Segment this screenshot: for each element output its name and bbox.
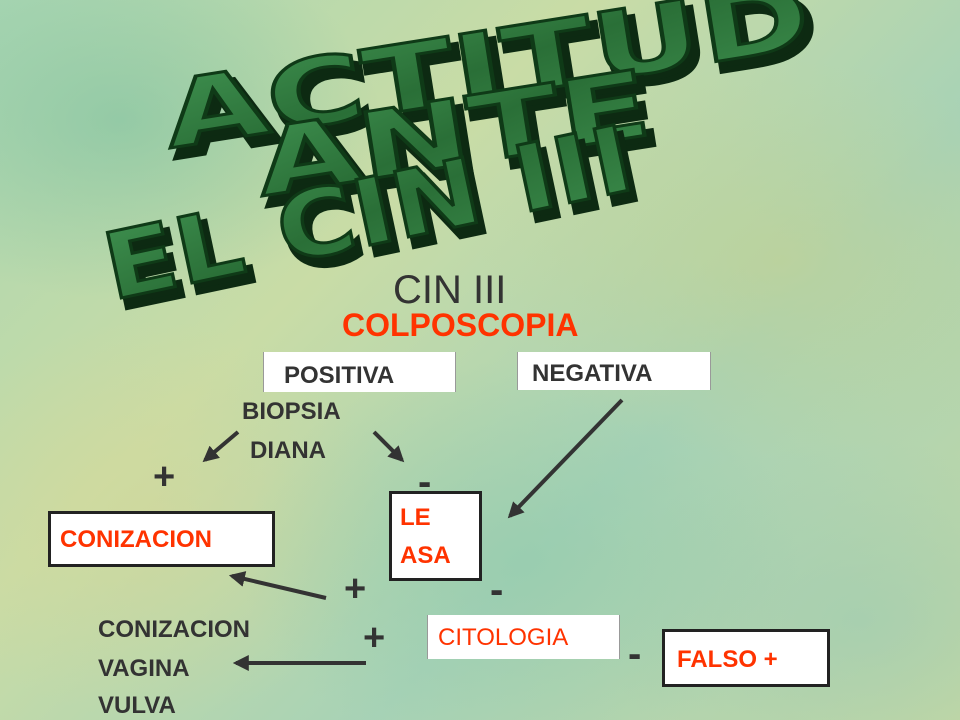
minus-sign-citologia: - [628, 632, 642, 676]
le-label: LE [400, 504, 431, 531]
citologia-label: CITOLOGIA [438, 624, 569, 651]
biopsia-label: BIOPSIA [242, 398, 341, 425]
plus-sign-leasa: + [344, 568, 367, 610]
conizacion-box: CONIZACION [48, 511, 275, 567]
arrow-biopsia-to-minus [372, 430, 405, 463]
arrow-biopsia-to-plus [202, 430, 240, 463]
arrow-negativa-to-leasa [507, 398, 624, 519]
falso-positivo-label: FALSO + [677, 646, 778, 673]
positiva-box: POSITIVA [263, 352, 456, 392]
minus-sign-leasa: - [490, 568, 504, 612]
subheading-colposcopia: COLPOSCOPIA [342, 307, 579, 343]
falso-positivo-box: FALSO + [662, 629, 830, 687]
negativa-label: NEGATIVA [532, 360, 653, 387]
heading-cin: CIN III [393, 268, 507, 312]
plus-sign-biopsia: + [153, 456, 176, 498]
citologia-box: CITOLOGIA [427, 615, 620, 659]
conizacion-vagina-line3: VULVA [98, 692, 176, 719]
diana-label: DIANA [250, 437, 326, 464]
plus-sign-citologia: + [363, 617, 386, 659]
positiva-label: POSITIVA [284, 362, 395, 389]
conizacion-vagina-line2: VAGINA [98, 655, 190, 682]
asa-label: ASA [400, 542, 451, 569]
conizacion-vagina-line1: CONIZACION [98, 616, 250, 643]
arrow-leasa-to-conizacion [228, 571, 327, 600]
leasa-box: LE ASA [389, 491, 482, 581]
conizacion-label: CONIZACION [60, 526, 212, 553]
negativa-box: NEGATIVA [517, 352, 711, 390]
